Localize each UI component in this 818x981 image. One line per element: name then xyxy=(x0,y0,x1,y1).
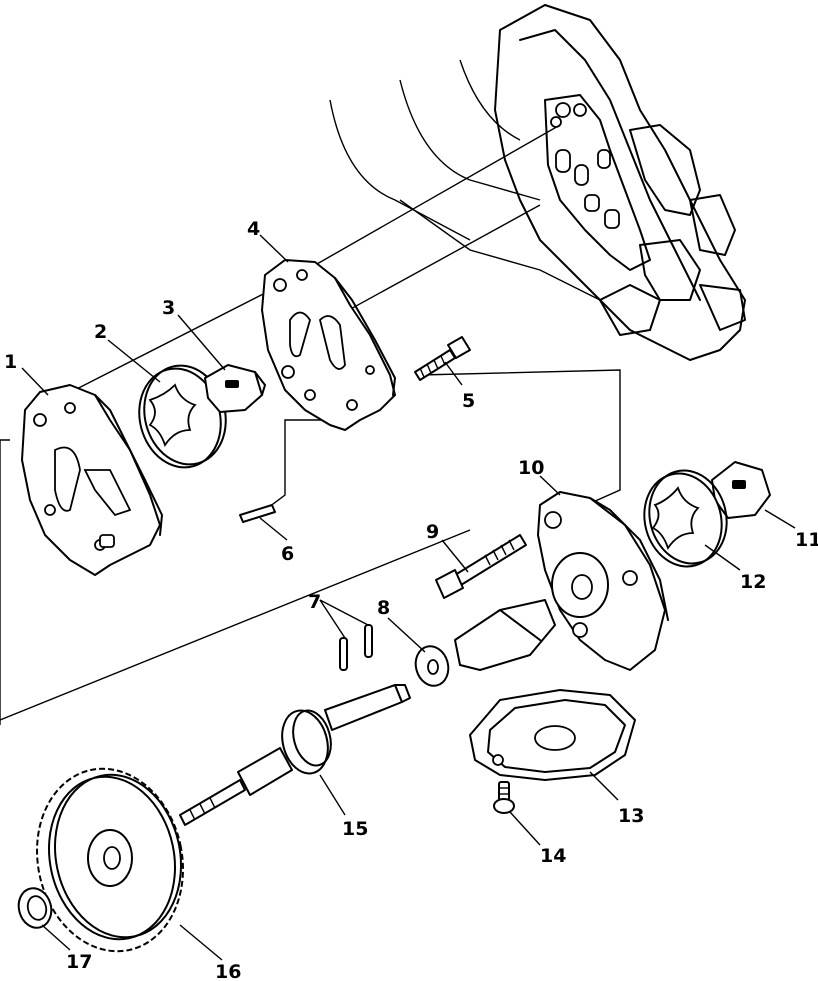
callout-15: 15 xyxy=(342,818,368,840)
part-1-pump-cover xyxy=(21,384,163,576)
callout-3: 3 xyxy=(162,297,175,319)
part-15-shaft xyxy=(179,684,411,826)
callout-10: 10 xyxy=(518,457,544,479)
callout-13: 13 xyxy=(618,805,644,827)
part-12-outer-rotor xyxy=(643,469,728,568)
callout-6: 6 xyxy=(281,543,294,565)
part-2-outer-rotor xyxy=(138,364,227,469)
part-8-washer xyxy=(414,645,450,687)
callout-9: 9 xyxy=(426,521,439,543)
part-5-bolt xyxy=(414,336,471,381)
callout-8: 8 xyxy=(377,597,390,619)
callout-17: 17 xyxy=(66,951,92,973)
part-6-pin xyxy=(239,504,276,523)
callout-5: 5 xyxy=(462,390,475,412)
callout-14: 14 xyxy=(540,845,566,867)
callout-11: 11 xyxy=(795,529,818,551)
part-13-strainer-plate xyxy=(469,689,636,781)
callout-4: 4 xyxy=(247,218,260,240)
crankcase-housing xyxy=(329,4,746,361)
part-10-pump-housing xyxy=(454,491,669,671)
callout-labels: 1 2 3 4 5 6 7 8 9 10 11 12 13 14 15 16 1… xyxy=(4,218,818,981)
part-16-gear xyxy=(36,767,184,953)
callout-12: 12 xyxy=(740,571,766,593)
callout-16: 16 xyxy=(215,961,241,981)
leader-lines xyxy=(21,234,796,961)
part-11-inner-rotor xyxy=(711,461,771,519)
part-14-screw xyxy=(493,781,515,814)
part-7-pins xyxy=(339,624,373,671)
callout-7: 7 xyxy=(308,591,321,613)
callout-1: 1 xyxy=(4,351,17,373)
part-4-pump-plate xyxy=(261,259,396,431)
part-3-inner-rotor xyxy=(204,364,266,413)
part-17-ring xyxy=(17,887,53,929)
callout-2: 2 xyxy=(94,321,107,343)
part-9-long-bolt xyxy=(435,534,527,599)
